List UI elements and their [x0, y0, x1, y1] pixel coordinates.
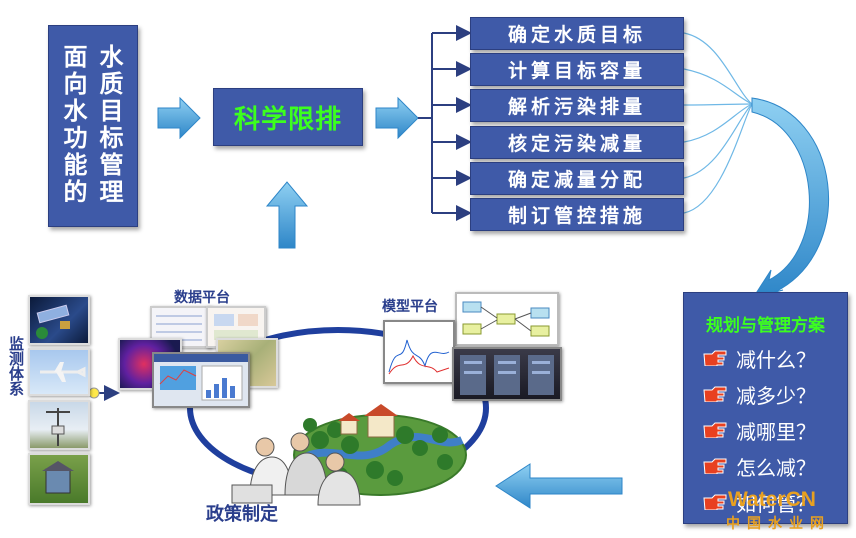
question-text: 减什么？ [736, 347, 816, 372]
question-item: 减多少？ [702, 379, 816, 409]
title-column-right: 水质目标管理 [95, 44, 124, 206]
pointing-hand-icon [703, 458, 727, 474]
step-label: 制订管控措施 [507, 205, 646, 227]
step-box: 确定减量分配 [470, 162, 684, 195]
question-item: 怎么减？ [702, 451, 816, 481]
aircraft-photo [28, 348, 90, 396]
monitoring-hut-photo [28, 453, 90, 505]
question-text: 怎么减？ [736, 455, 816, 480]
policy-label: 政策制定 [206, 504, 278, 525]
data-platform-label: 数据平台 [174, 290, 230, 306]
question-item: 减哪里？ [702, 415, 816, 445]
arrow-up [265, 181, 309, 249]
data-analysis-screen [152, 352, 250, 408]
scientific-limit-label: 科学限排 [233, 104, 342, 135]
model-platform-label: 模型平台 [382, 299, 438, 315]
question-text: 如何管？ [736, 491, 816, 516]
model-flowchart [455, 292, 559, 346]
pointing-hand-icon [703, 350, 727, 366]
curved-arrow [751, 97, 830, 299]
watermark-logo: WaterCN [728, 488, 816, 511]
question-item: 减什么？ [702, 343, 816, 373]
step-box: 制订管控措施 [470, 198, 684, 231]
arrow-left [495, 463, 623, 509]
step-box: 计算目标容量 [470, 53, 684, 86]
step-box: 解析污染排量 [470, 89, 684, 122]
monitoring-label: 监测体系 [7, 336, 25, 396]
question-item: 如何管？ [702, 487, 816, 517]
question-text: 减哪里？ [736, 419, 816, 444]
title-column-left: 面向水功能的 [59, 44, 88, 206]
weather-station-photo [28, 400, 90, 450]
step-label: 确定减量分配 [507, 169, 646, 191]
question-text: 减多少？ [736, 383, 816, 408]
step-label: 确定水质目标 [507, 24, 646, 46]
pointing-hand-icon [703, 422, 727, 438]
goal-management-title-box: 水质目标管理 面向水功能的 [48, 25, 138, 227]
satellite-photo [28, 295, 90, 345]
step-box: 核定污染减量 [470, 126, 684, 159]
arrow-right-1 [157, 96, 201, 140]
step-label: 核定污染减量 [507, 133, 646, 155]
step-box: 确定水质目标 [470, 17, 684, 50]
arrow-right-2 [375, 96, 419, 140]
pointing-hand-icon [703, 494, 727, 510]
watermark-text: 中国水业网 [726, 516, 831, 532]
management-plan-box: 规划与管理方案 减什么？ 减多少？ 减哪里？ 怎么减？ 如何管？ [683, 292, 848, 524]
step-label: 解析污染排量 [507, 96, 646, 118]
pointing-hand-icon [703, 386, 727, 402]
plan-title: 规划与管理方案 [706, 316, 825, 336]
step-label: 计算目标容量 [507, 60, 646, 82]
model-chart [383, 320, 455, 384]
server-rack [452, 347, 562, 401]
scientific-limit-box: 科学限排 [213, 88, 363, 146]
